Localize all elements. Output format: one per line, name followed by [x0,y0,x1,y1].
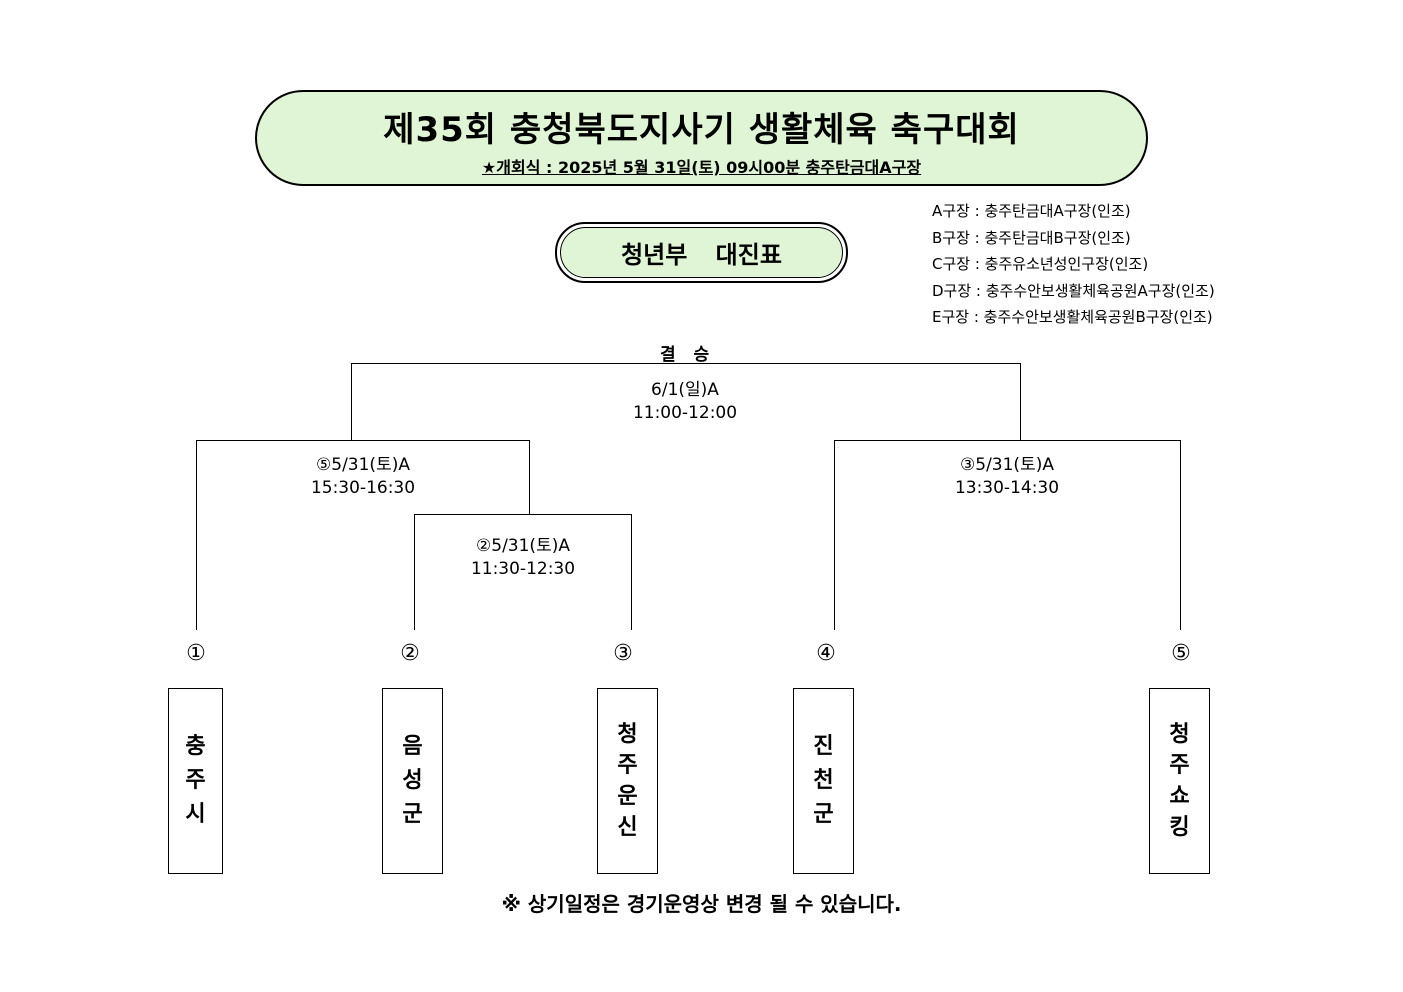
team-box-jincheon-gun: 진 천 군 [793,688,854,874]
team-box-cheongju-shoking: 청 주 쇼 킹 [1149,688,1210,874]
venue-item: A구장 : 충주탄금대A구장(인조) [932,202,1131,220]
bracket-line [631,514,632,630]
bracket-line [351,363,352,441]
bracket-line [1020,363,1021,441]
final-match-info: 6/1(일)A 11:00-12:00 [632,380,738,423]
venue-item: B구장 : 충주탄금대B구장(인조) [932,228,1131,247]
bracket-line [414,514,415,630]
venue-item: D구장 : 충주수안보생활체육공원A구장(인조) [932,281,1215,300]
bracket-line [834,440,1181,441]
bracket-line [529,440,530,515]
seed-number: ② [400,641,420,666]
venue-list: A구장 : 충주탄금대A구장(인조) B구장 : 충주탄금대B구장(인조) C구… [932,198,1215,331]
bracket-line [1180,440,1181,630]
final-label: 결 승 [660,345,716,365]
page-title: 제35회 충청북도지사기 생활체육 축구대회 [383,110,1020,150]
team-box-cheongju-unsin: 청 주 운 신 [597,688,658,874]
seed-number: ⑤ [1171,641,1191,666]
team-box-chungju-si: 충 주 시 [168,688,223,874]
venue-item: C구장 : 충주유소년성인구장(인조) [932,255,1149,273]
opening-ceremony-info: ★개회식 : 2025년 5월 31일(토) 09시00분 충주탄금대A구장 [481,158,922,177]
seed-number: ④ [816,641,836,666]
seed-number: ① [186,641,206,666]
bracket-line [834,440,835,630]
division-title: 청년부 대진표 [621,241,782,269]
first-round-match-info: ②5/31(토)A 11:30-12:30 [470,536,576,579]
team-box-eumseong-gun: 음 성 군 [382,688,443,874]
venue-item: E구장 : 충주수안보생활체육공원B구장(인조) [932,308,1213,326]
bracket-line [414,514,632,515]
semi-right-match-info: ③5/31(토)A 13:30-14:30 [954,455,1060,498]
schedule-change-notice: ※ 상기일정은 경기운영상 변경 될 수 있습니다. [501,892,902,916]
bracket-line [196,440,197,630]
semi-left-match-info: ⑤5/31(토)A 15:30-16:30 [310,455,416,498]
bracket-line [351,363,1021,364]
seed-number: ③ [613,641,633,666]
title-banner: 제35회 충청북도지사기 생활체육 축구대회 ★개회식 : 2025년 5월 3… [255,90,1148,186]
bracket-line [196,440,530,441]
division-banner: 청년부 대진표 [555,222,848,283]
